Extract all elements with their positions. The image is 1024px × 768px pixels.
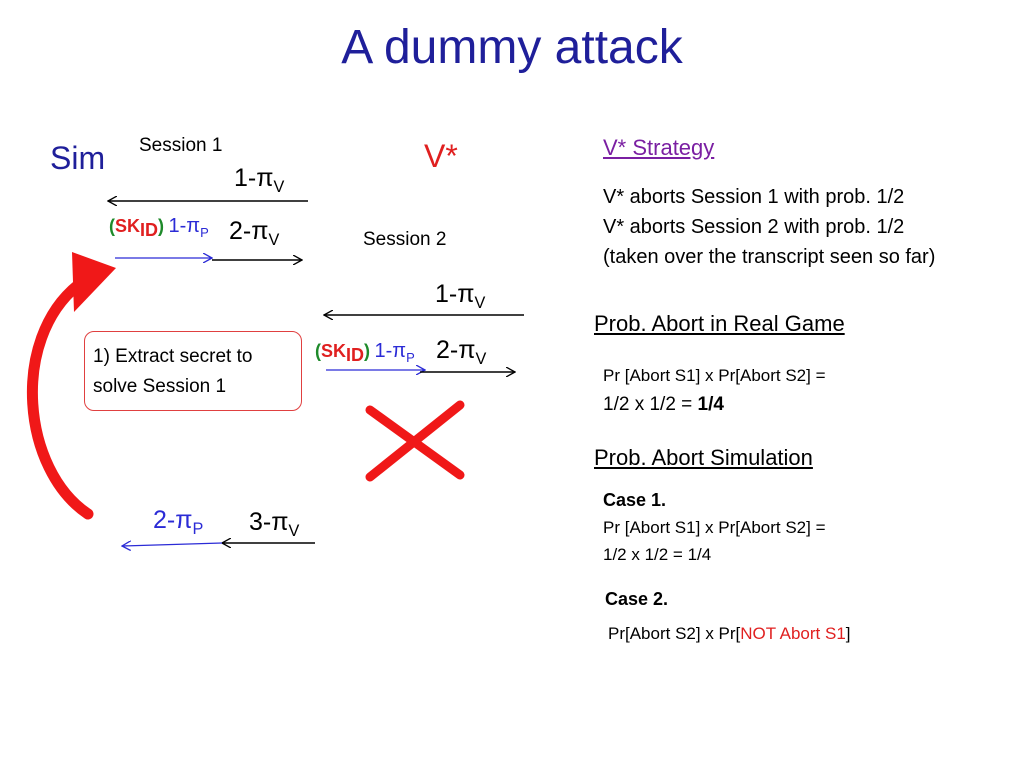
arrow-2-pi-p [122,543,223,546]
msg-3-pi-v: 3-πV [249,508,300,540]
msg-2-pi-v-session1: 2-πV [229,217,280,249]
msg-2-pi-v-session2: 2-πV [436,336,487,368]
msg-1-pi-v-session1: 1-πV [234,164,285,196]
real-game-line2: 1/2 x 1/2 = 1/4 [603,394,724,415]
slide-title: A dummy attack [341,21,683,74]
strategy-lines: V* aborts Session 1 with prob. 1/2 V* ab… [603,182,935,272]
case-2-line: Pr[Abort S2] x Pr[NOT Abort S1] [608,624,851,643]
strategy-heading: V* Strategy [603,135,715,160]
extract-secret-note: 1) Extract secret to solve Session 1 [84,331,302,411]
strategy-line: V* aborts Session 1 with prob. 1/2 [603,186,905,208]
rewind-curve-arrow [26,279,94,520]
case-1-line2: 1/2 x 1/2 = 1/4 [603,545,712,564]
case-2-label: Case 2. [605,589,669,609]
rewind-arrowhead-icon [72,252,116,312]
session-2-label: Session 2 [363,229,447,250]
simulation-heading: Prob. Abort Simulation [594,445,813,470]
case-1-line1: Pr [Abort S1] x Pr[Abort S2] = [603,518,826,537]
abort-cross-icon [365,400,465,482]
real-game-line1: Pr [Abort S1] x Pr[Abort S2] = [603,366,826,385]
msg-sk-1-pi-p-session1: (SKID) 1-πP [109,215,209,241]
case-1-label: Case 1. [603,490,667,510]
sim-label: Sim [50,140,106,176]
session-1-label: Session 1 [139,135,223,156]
vstar-label: V* [424,138,458,174]
msg-sk-1-pi-p-session2: (SKID) 1-πP [315,340,415,366]
strategy-line: (taken over the transcript seen so far) [603,246,936,268]
real-game-heading: Prob. Abort in Real Game [594,311,845,336]
strategy-line: V* aborts Session 2 with prob. 1/2 [603,216,905,238]
msg-2-pi-p: 2-πP [153,506,204,538]
msg-1-pi-v-session2: 1-πV [435,280,486,312]
